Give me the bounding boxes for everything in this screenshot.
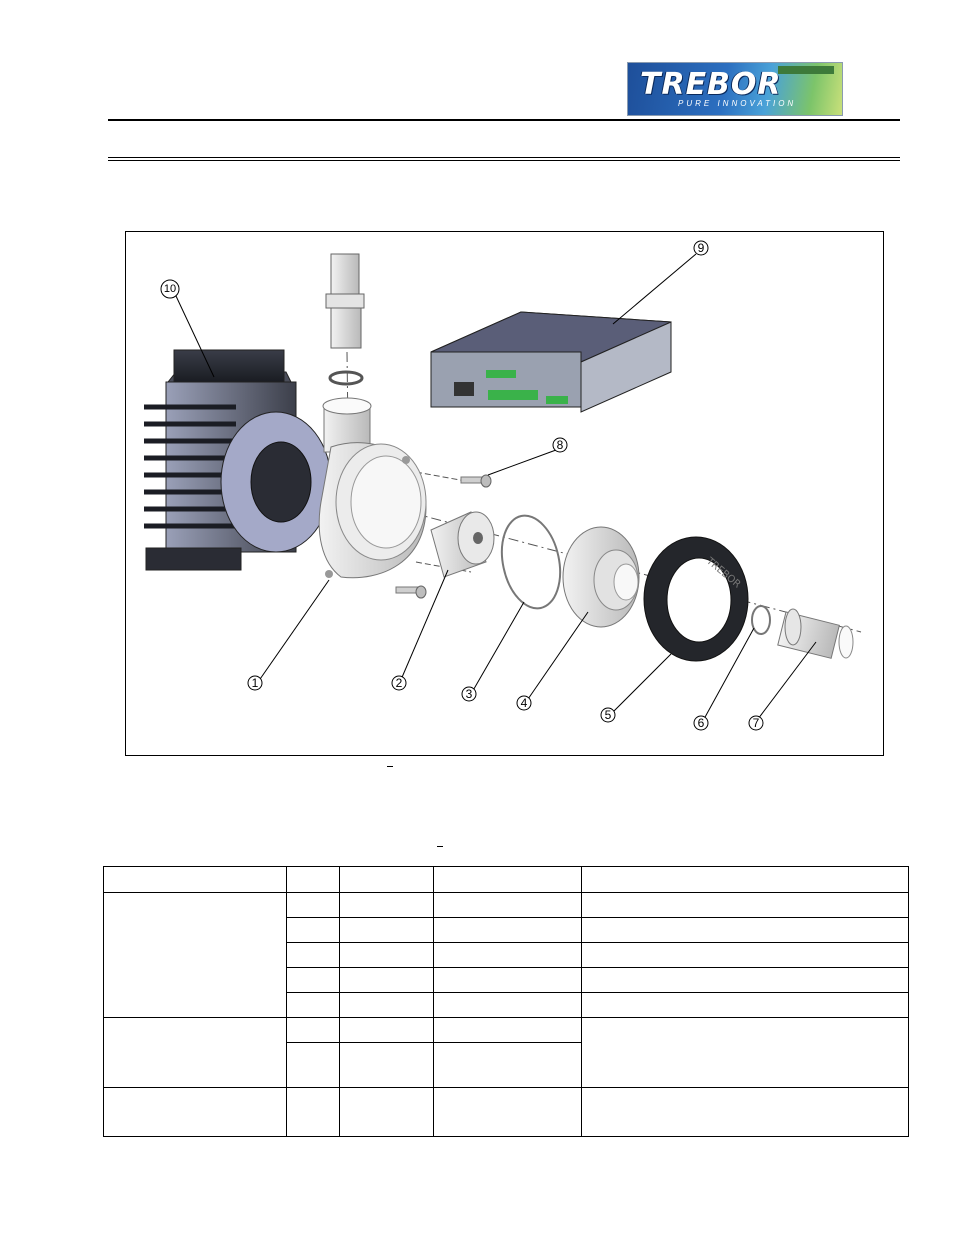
callout-7 [748, 715, 764, 731]
pump-housing-part-1 [318, 397, 427, 579]
table-row [103, 892, 909, 1018]
callout-4 [516, 695, 532, 711]
exploded-view-drawing: TREBOR [144, 240, 862, 731]
table-row [104, 1042, 909, 1088]
trebor-logo: TREBOR PURE INNOVATION [627, 62, 843, 116]
callout-10 [160, 279, 180, 299]
callout-circles [160, 240, 764, 731]
motor-part-10 [144, 349, 332, 571]
callout-label-5: 5 [605, 708, 612, 722]
rear-casing-part-4 [562, 526, 640, 628]
washer-part-6 [751, 605, 771, 635]
callout-label-2: 2 [396, 676, 403, 690]
callout-label-10: 10 [164, 283, 176, 295]
section-rule-top [108, 157, 900, 158]
callout-6 [693, 715, 709, 731]
callout-label-9: 9 [698, 241, 705, 255]
callout-1 [247, 675, 263, 691]
o-ring-part-3 [500, 514, 562, 610]
callout-9 [693, 240, 709, 256]
exploded-view-figure: TREBOR [125, 231, 884, 756]
leader-lines [175, 253, 817, 720]
section-rule-bottom [108, 160, 900, 161]
bolt-part-8 [395, 474, 492, 599]
callout-label-4: 4 [521, 696, 528, 710]
parts-table [103, 866, 909, 1137]
outlet-fitting-part-7 [777, 608, 854, 659]
logo-tagline: PURE INNOVATION [678, 99, 797, 108]
center-axis [295, 481, 862, 633]
lock-ring-part-5: TREBOR [643, 536, 749, 662]
table-row [104, 917, 909, 943]
callout-labels: 1 2 3 4 5 6 7 8 9 10 [164, 241, 760, 730]
top-fitting [325, 253, 365, 386]
impeller-part-2 [430, 511, 495, 578]
callout-8 [552, 437, 568, 453]
controller-part-9 [430, 311, 672, 413]
logo-tag [778, 66, 834, 74]
figure-caption-link-mark[interactable] [387, 766, 393, 767]
logo-wordmark: TREBOR [640, 67, 782, 102]
table-row [104, 967, 909, 993]
table-row [103, 1087, 909, 1137]
callout-label-7: 7 [753, 716, 760, 730]
table-caption-link-mark[interactable] [437, 846, 443, 847]
header-rule [108, 119, 900, 121]
callout-5 [600, 707, 616, 723]
table-row [103, 866, 909, 893]
callout-label-1: 1 [252, 676, 259, 690]
callout-label-6: 6 [698, 716, 705, 730]
callout-label-8: 8 [557, 438, 564, 452]
table-row [103, 1017, 909, 1088]
callout-label-3: 3 [466, 687, 473, 701]
callout-2 [391, 675, 407, 691]
callout-3 [461, 686, 477, 702]
